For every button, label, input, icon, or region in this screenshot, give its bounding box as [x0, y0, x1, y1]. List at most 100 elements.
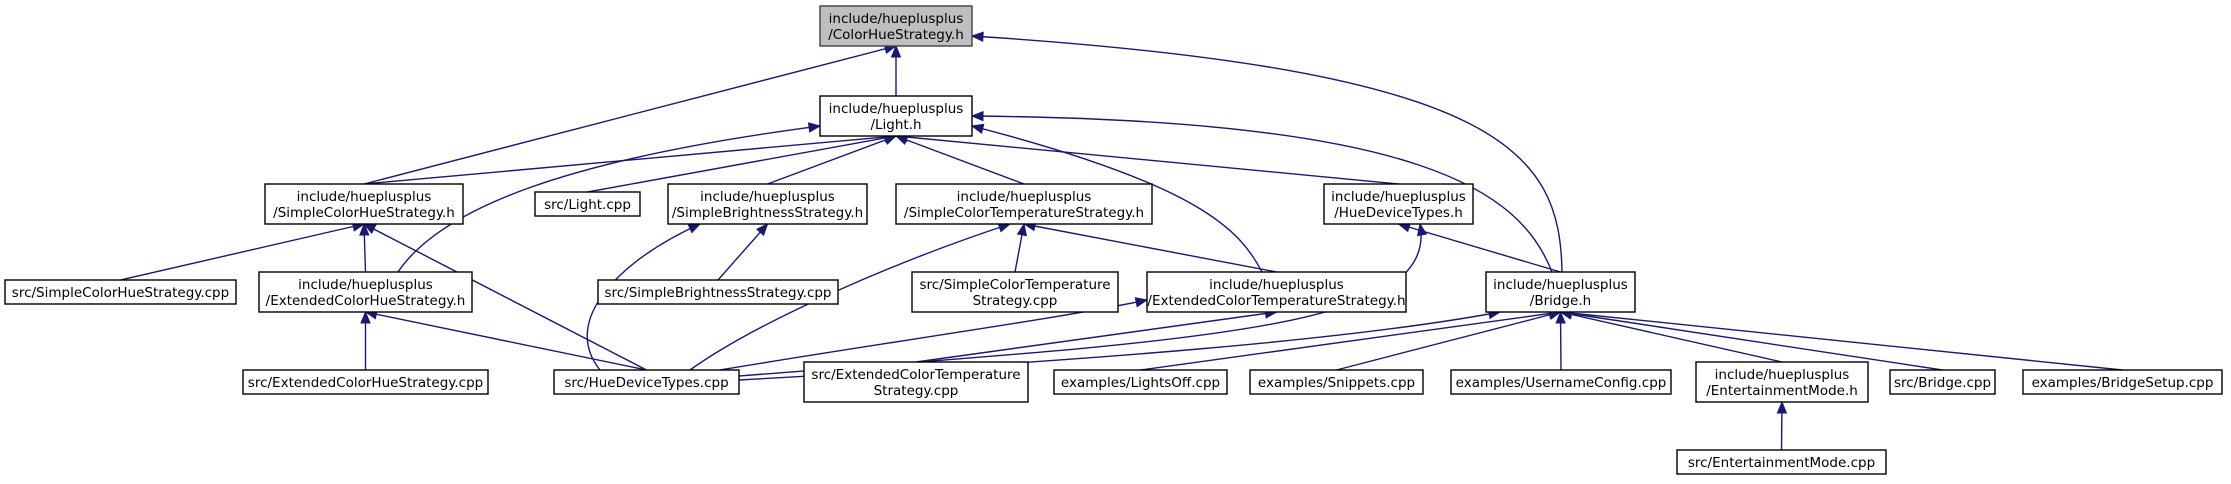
edge-simple_brightness_strategy_cpp-to-simple_brightness_strategy_h: [717, 223, 769, 281]
node-box: [1323, 183, 1474, 225]
edge-username_config_cpp-to-bridge_h-arrowhead: [1555, 310, 1566, 324]
node-extended-color-hue-strategy-cpp[interactable]: src/ExtendedColorHueStrategy.cpp: [242, 369, 489, 395]
node-label: examples/Snippets.cpp: [1258, 375, 1415, 391]
edge-bridge_setup_cpp-to-bridge_h: [1560, 311, 2123, 371]
node-label: src/EntertainmentMode.cpp: [1688, 455, 1875, 471]
node-username-config-cpp[interactable]: examples/UsernameConfig.cpp: [1450, 369, 1672, 395]
node-label: /HueDeviceTypes.h: [1334, 205, 1463, 221]
node-label: src/SimpleBrightnessStrategy.cpp: [604, 285, 831, 301]
node-simple-color-hue-strategy-cpp[interactable]: src/SimpleColorHueStrategy.cpp: [4, 279, 237, 305]
edge-simple_brightness_strategy_h-to-light_h: [767, 135, 897, 185]
node-box: [1450, 369, 1672, 395]
node-lights-off-cpp[interactable]: examples/LightsOff.cpp: [1053, 369, 1228, 395]
edge-simple_color_hue_strategy_h-to-light_h: [363, 135, 897, 185]
node-bridge-cpp[interactable]: src/Bridge.cpp: [1889, 369, 1996, 395]
edge-extended_color_hue_strategy_h-to-light_h-arrowhead: [807, 122, 822, 133]
node-snippets-cpp[interactable]: examples/Snippets.cpp: [1249, 369, 1424, 395]
edge-light_cpp-to-light_h: [587, 135, 897, 193]
edge-extended_color_hue_strategy_cpp-to-extended_color_hue_strategy_h-arrowhead: [360, 310, 371, 324]
node-simple-brightness-strategy-cpp[interactable]: src/SimpleBrightnessStrategy.cpp: [597, 279, 839, 305]
node-simple-brightness-strategy-h[interactable]: include/hueplusplus/SimpleBrightnessStra…: [667, 183, 868, 225]
node-box: [803, 361, 1029, 403]
node-label: Strategy.cpp: [973, 293, 1058, 309]
edge-hue_device_types_cpp-to-extended_color_hue_strategy_h: [365, 311, 647, 371]
nodes-layer: include/hueplusplus/ColorHueStrategy.hin…: [4, 5, 2223, 475]
node-box: [1053, 369, 1228, 395]
node-box: [258, 271, 473, 313]
node-label: src/ExtendedColorHueStrategy.cpp: [248, 375, 483, 391]
node-box: [553, 369, 740, 395]
node-light-h[interactable]: include/hueplusplus/Light.h: [819, 95, 973, 137]
edge-light_h-to-color_hue_strategy_h-arrowhead: [890, 44, 902, 58]
edge-entertainment_mode_cpp-to-entertainment_mode_h-arrowhead: [1776, 400, 1788, 414]
node-label: src/Bridge.cpp: [1894, 375, 1991, 391]
node-label: include/hueplusplus: [1209, 277, 1344, 293]
node-bridge-setup-cpp[interactable]: examples/BridgeSetup.cpp: [2022, 369, 2223, 395]
node-label: /SimpleColorHueStrategy.h: [273, 205, 455, 221]
node-box: [1146, 271, 1407, 313]
edge-simple_brightness_strategy_cpp-to-simple_brightness_strategy_h-arrowhead: [755, 223, 769, 237]
node-simple-color-temperature-strategy-h[interactable]: include/hueplusplus/SimpleColorTemperatu…: [895, 183, 1153, 225]
node-label: include/hueplusplus: [829, 101, 964, 117]
node-box: [2022, 369, 2223, 395]
node-label: include/hueplusplus: [1715, 367, 1850, 383]
node-hue-device-types-h[interactable]: include/hueplusplus/HueDeviceTypes.h: [1323, 183, 1474, 225]
node-simple-color-hue-strategy-h[interactable]: include/hueplusplus/SimpleColorHueStrate…: [264, 183, 464, 225]
node-label: src/Light.cpp: [544, 197, 631, 213]
node-entertainment-mode-h[interactable]: include/hueplusplus/EntertainmentMode.h: [1695, 361, 1869, 403]
edge-extended_color_temperature_strategy_h-to-light_h-arrowhead: [970, 123, 985, 134]
node-entertainment-mode-cpp[interactable]: src/EntertainmentMode.cpp: [1676, 449, 1887, 475]
node-extended-color-temperature-strategy-h[interactable]: include/hueplusplus/ExtendedColorTempera…: [1146, 271, 1407, 313]
node-box: [1485, 271, 1636, 313]
edge-hue_device_types_cpp-to-extended_color_temperature_strategy_h-arrowhead: [1134, 297, 1149, 308]
edge-bridge_h-to-light_h: [971, 115, 1553, 273]
node-box: [1889, 369, 1996, 395]
node-label: examples/BridgeSetup.cpp: [2032, 375, 2214, 391]
node-label: include/hueplusplus: [1493, 277, 1628, 293]
edge-lights_off_cpp-to-bridge_h: [1140, 311, 1561, 371]
node-box: [895, 183, 1153, 225]
edge-simple_color_temperature_strategy_cpp-to-simple_color_temperature_strategy_h-arrowhead: [1016, 222, 1028, 237]
edges-layer: [120, 31, 2123, 451]
edge-hue_device_types_cpp-to-simple_color_hue_strategy_h: [363, 223, 647, 371]
edge-simple_color_hue_strategy_cpp-to-simple_color_hue_strategy_h: [120, 223, 365, 281]
node-label: Strategy.cpp: [874, 383, 959, 399]
node-label: /Light.h: [870, 117, 921, 133]
node-label: include/hueplusplus: [297, 189, 432, 205]
edge-bridge_h-to-color_hue_strategy_h-arrowhead: [970, 31, 984, 42]
node-extended-color-hue-strategy-h[interactable]: include/hueplusplus/ExtendedColorHueStra…: [258, 271, 473, 313]
edge-simple_color_temperature_strategy_h-to-light_h: [895, 135, 1025, 185]
edge-extended_color_temperature_strategy_h-to-light_h: [971, 125, 1263, 273]
node-label: src/ExtendedColorTemperature: [811, 367, 1020, 383]
node-label: /Bridge.h: [1530, 293, 1591, 309]
node-extended-color-temperature-strategy-cpp[interactable]: src/ExtendedColorTemperatureStrategy.cpp: [803, 361, 1029, 403]
node-hue-device-types-cpp[interactable]: src/HueDeviceTypes.cpp: [553, 369, 740, 395]
node-label: /SimpleColorTemperatureStrategy.h: [904, 205, 1144, 221]
node-simple-color-temperature-strategy-cpp[interactable]: src/SimpleColorTemperatureStrategy.cpp: [911, 271, 1119, 313]
edge-entertainment_mode_h-to-bridge_h: [1560, 311, 1783, 363]
node-bridge-h[interactable]: include/hueplusplus/Bridge.h: [1485, 271, 1636, 313]
node-light-cpp[interactable]: src/Light.cpp: [534, 191, 641, 217]
node-label: examples/LightsOff.cpp: [1061, 375, 1220, 391]
node-label: examples/UsernameConfig.cpp: [1456, 375, 1667, 391]
node-label: src/SimpleColorTemperature: [919, 277, 1110, 293]
node-label: include/hueplusplus: [829, 11, 964, 27]
edge-hue_device_types_h-to-light_h: [895, 135, 1399, 185]
edge-hue_device_types_cpp-to-simple_brightness_strategy_h-arrowhead: [687, 223, 702, 234]
node-box: [264, 183, 464, 225]
node-box: [1695, 361, 1869, 403]
edge-simple_color_hue_strategy_h-to-color_hue_strategy_h: [363, 45, 897, 185]
node-color-hue-strategy-h[interactable]: include/hueplusplus/ColorHueStrategy.h: [819, 5, 973, 47]
node-label: include/hueplusplus: [957, 189, 1092, 205]
edge-extended_color_hue_strategy_h-to-simple_color_hue_strategy_h-arrowhead: [359, 222, 370, 236]
edge-extended_color_temperature_strategy_h-to-simple_color_temperature_strategy_h: [1023, 223, 1277, 273]
node-box: [819, 5, 973, 47]
edge-hue_device_types_cpp-to-hue_device_types_h-arrowhead: [1416, 222, 1428, 237]
edge-bridge_h-to-color_hue_strategy_h: [971, 35, 1563, 273]
node-label: include/hueplusplus: [700, 189, 835, 205]
edge-extended_color_temperature_strategy_cpp-to-extended_color_temperature_strategy_h: [915, 311, 1277, 363]
node-box: [597, 279, 839, 305]
node-label: /ExtendedColorHueStrategy.h: [266, 293, 466, 309]
node-label: /ColorHueStrategy.h: [828, 27, 964, 43]
